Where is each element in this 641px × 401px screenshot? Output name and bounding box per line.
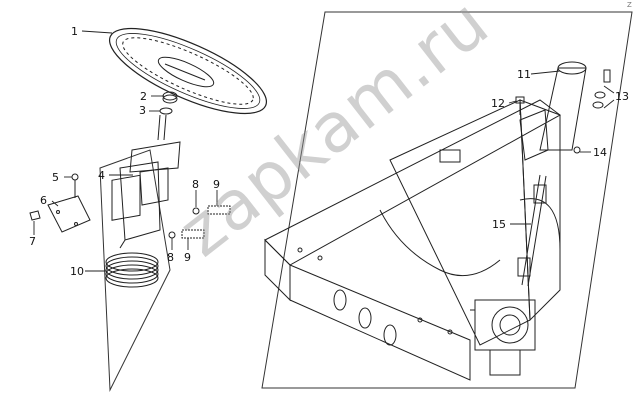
vehicle-frame [264,99,561,381]
callout-washer-lower: 8 [167,251,174,264]
coil-pack [105,252,159,288]
callout-coil-pack: 10 [70,265,84,278]
callout-intermediate-shaft: 15 [492,218,506,231]
left-background-panel [99,149,171,392]
steering-column-assembly [111,114,181,249]
steering-wheel [108,27,268,115]
callout-cone-bolt-left: 12 [491,97,505,110]
bracket-screw [71,173,79,198]
callout-column-nut: 2 [140,90,147,103]
callout-mounting-plate: 6 [40,194,47,207]
callout-steering-wheel: 1 [71,25,78,38]
callout-column-cone: 11 [517,68,531,81]
washer-upper [192,207,200,215]
right-background-panel [261,11,633,389]
steering-gearbox [470,299,536,376]
callout-column-assembly: 4 [98,169,105,182]
bolt-upper [207,205,231,215]
callout-frame-screw: 14 [593,146,607,159]
corner-mark: Z [627,1,632,9]
callout-cone-bolts-right: 13 [615,90,629,103]
cone-bolt-left [515,96,525,115]
bolt-lower [181,229,205,239]
intermediate-shaft [517,174,547,287]
frame-screw [573,146,581,154]
mounting-plate [47,195,91,233]
callout-plate-nut: 7 [29,235,36,248]
leader-lines [33,30,615,272]
callout-bolt-upper: 9 [213,178,220,191]
callout-washer-upper: 8 [192,178,199,191]
washer-lower [168,231,176,239]
cone-bolts-right [592,69,611,109]
callout-column-washer: 3 [139,104,146,117]
callout-bolt-lower: 9 [184,251,191,264]
column-cone [519,61,587,161]
plate-nut [29,210,41,221]
column-nut [162,91,178,104]
callout-bracket-screw: 5 [52,171,59,184]
column-washer [159,107,173,115]
